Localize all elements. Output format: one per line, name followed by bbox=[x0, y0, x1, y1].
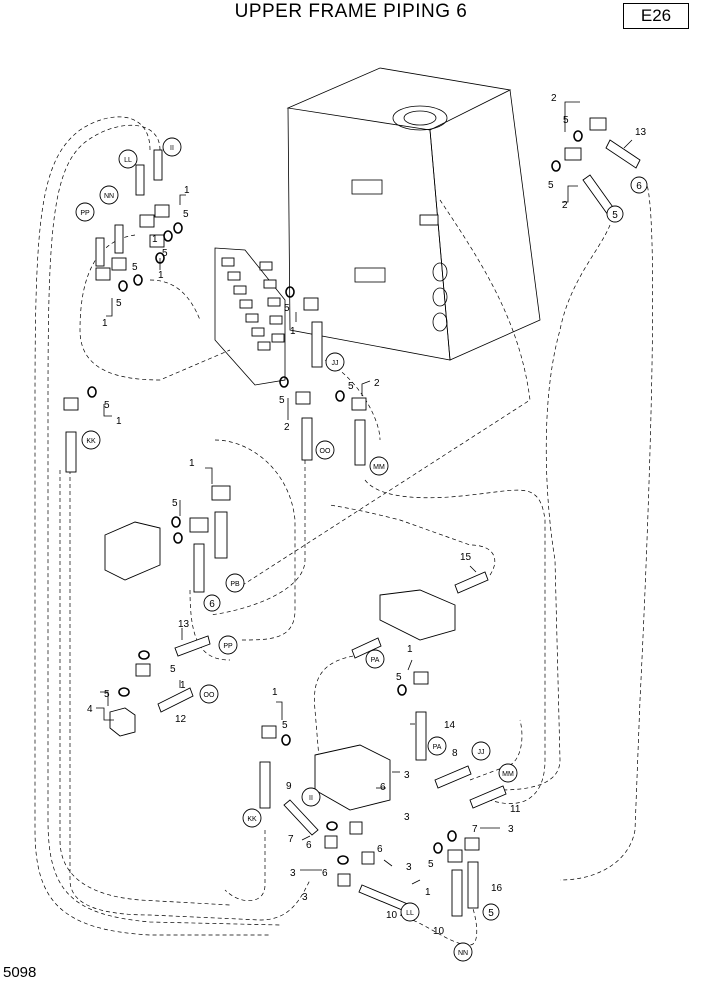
page-title: UPPER FRAME PIPING 6 bbox=[234, 1, 468, 22]
page-number: 5098 bbox=[3, 964, 37, 981]
callout-1: 1 bbox=[272, 687, 278, 698]
tag-ll: LL bbox=[406, 910, 414, 917]
o-rings bbox=[87, 130, 583, 865]
callout-6: 6 bbox=[306, 840, 312, 851]
callout-1: 1 bbox=[189, 458, 195, 469]
callout-5: 5 bbox=[284, 303, 290, 314]
callout-16: 16 bbox=[491, 883, 503, 894]
callout-1: 1 bbox=[407, 644, 413, 655]
callout-3: 3 bbox=[302, 892, 308, 903]
callout-7: 7 bbox=[472, 824, 478, 835]
callout-5: 5 bbox=[162, 248, 168, 259]
tag-kk: KK bbox=[247, 816, 257, 823]
callout-5: 5 bbox=[183, 209, 189, 220]
callout-5: 5 bbox=[104, 689, 110, 700]
callout-11: 11 bbox=[510, 804, 521, 815]
callout-13: 13 bbox=[635, 127, 647, 138]
tag-nn: NN bbox=[104, 193, 114, 200]
tag-pp: PP bbox=[223, 643, 233, 650]
callout-10: 10 bbox=[386, 910, 398, 921]
circled-5: 5 bbox=[488, 908, 494, 919]
callout-5: 5 bbox=[172, 498, 178, 509]
callout-2: 2 bbox=[374, 378, 380, 389]
callout-3: 3 bbox=[508, 824, 514, 835]
callout-7: 7 bbox=[288, 834, 294, 845]
tag-pp: PP bbox=[80, 210, 90, 217]
callout-2: 2 bbox=[551, 93, 557, 104]
callout-3: 3 bbox=[404, 770, 410, 781]
callout-12: 12 bbox=[175, 714, 187, 725]
callout-3: 3 bbox=[406, 862, 412, 873]
callout-1: 1 bbox=[425, 887, 431, 898]
tag-ll: LL bbox=[124, 157, 132, 164]
valve-blocks bbox=[104, 521, 456, 811]
tag-ii: II bbox=[170, 145, 174, 152]
callout-5: 5 bbox=[428, 859, 434, 870]
circled-6: 6 bbox=[209, 599, 215, 610]
callout-15: 15 bbox=[460, 552, 472, 563]
callout-1: 1 bbox=[290, 326, 296, 337]
connection-tags: LL II NN PP JJ OO MM KK PB PP OO PA PA J… bbox=[75, 137, 518, 962]
tag-kk: KK bbox=[86, 438, 96, 445]
callout-1: 1 bbox=[102, 318, 108, 329]
callout-1: 1 bbox=[184, 185, 190, 196]
tag-jj: JJ bbox=[478, 749, 485, 756]
tag-nn: NN bbox=[458, 950, 468, 957]
section-code-box: E26 bbox=[623, 3, 689, 29]
tag-oo: OO bbox=[320, 448, 331, 455]
callout-5: 5 bbox=[548, 180, 554, 191]
callout-5: 5 bbox=[279, 395, 285, 406]
callout-14: 14 bbox=[444, 720, 456, 731]
callout-6: 6 bbox=[380, 782, 386, 793]
callout-1: 1 bbox=[152, 234, 158, 245]
callout-1: 1 bbox=[116, 416, 122, 427]
callout-5: 5 bbox=[104, 400, 110, 411]
hose-routes bbox=[34, 116, 653, 946]
circled-6: 6 bbox=[636, 181, 642, 192]
tag-pb: PB bbox=[230, 581, 240, 588]
tag-pa: PA bbox=[433, 744, 442, 751]
callout-4: 4 bbox=[87, 704, 93, 715]
callout-5: 5 bbox=[348, 381, 354, 392]
callout-5: 5 bbox=[563, 115, 569, 126]
main-control-valve bbox=[214, 247, 286, 386]
callout-2: 2 bbox=[562, 200, 568, 211]
callout-8: 8 bbox=[452, 748, 458, 759]
callout-13: 13 bbox=[178, 619, 190, 630]
callout-1: 1 bbox=[180, 680, 186, 691]
callout-6: 6 bbox=[322, 868, 328, 879]
callout-9: 9 bbox=[286, 781, 292, 792]
tag-pa: PA bbox=[371, 657, 380, 664]
callout-2: 2 bbox=[284, 422, 290, 433]
callout-5: 5 bbox=[132, 262, 138, 273]
callout-5: 5 bbox=[282, 720, 288, 731]
fittings bbox=[63, 117, 641, 917]
callout-5: 5 bbox=[170, 664, 176, 675]
tag-mm: MM bbox=[502, 771, 514, 778]
callout-1: 1 bbox=[158, 270, 164, 281]
callout-3: 3 bbox=[290, 868, 296, 879]
hydraulic-tank bbox=[286, 67, 541, 361]
tag-oo: OO bbox=[204, 692, 215, 699]
callout-5: 5 bbox=[116, 298, 122, 309]
part-callouts: 2 5 13 5 2 1 5 1 5 5 1 5 1 5 1 2 5 5 2 5… bbox=[87, 93, 647, 937]
callout-6: 6 bbox=[377, 844, 383, 855]
circled-5: 5 bbox=[612, 210, 618, 221]
callout-10: 10 bbox=[433, 926, 445, 937]
tag-mm: MM bbox=[373, 464, 385, 471]
callout-5: 5 bbox=[396, 672, 402, 683]
circled-part-numbers: 6 5 6 5 bbox=[203, 176, 648, 921]
leader-lines bbox=[96, 101, 633, 885]
callout-3: 3 bbox=[404, 812, 410, 823]
tag-jj: JJ bbox=[332, 360, 339, 367]
tag-ii: II bbox=[309, 795, 313, 802]
